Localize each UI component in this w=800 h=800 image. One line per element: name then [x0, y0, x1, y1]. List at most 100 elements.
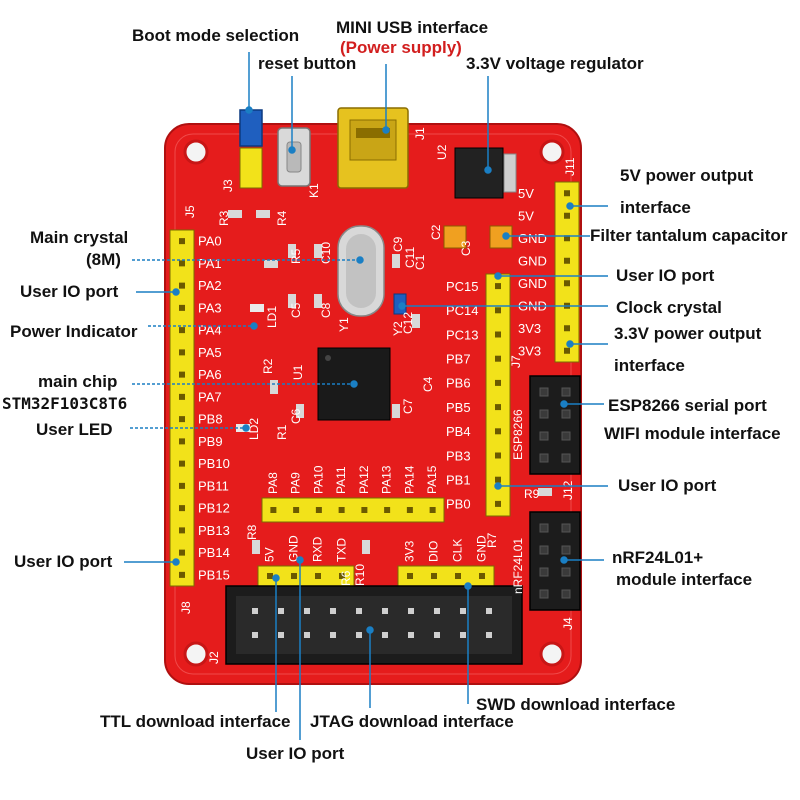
- silk-right-pin: PC15: [446, 279, 479, 294]
- silk-ref-c12: C12: [401, 312, 415, 334]
- socket-hole: [561, 453, 571, 463]
- main-crystal: [337, 225, 385, 317]
- label-regulator: 3.3V voltage regulator: [466, 54, 644, 73]
- silk-bottom-pin: PA15: [425, 465, 439, 494]
- silk-power-pin: 5V: [518, 186, 534, 201]
- silk-ref-j8: J8: [179, 601, 193, 614]
- silk-left-pin: PA3: [198, 300, 222, 315]
- silk-power-pin: 3V3: [518, 321, 541, 336]
- label-esp-1: ESP8266 serial port: [608, 396, 767, 415]
- jtag-pin: [278, 632, 284, 638]
- socket-hole: [539, 431, 549, 441]
- swd-pin-hole: [431, 573, 437, 579]
- silk-right-pin: PB7: [446, 352, 471, 367]
- right-pin-hole: [495, 500, 501, 507]
- silk-left-pin: PB14: [198, 545, 230, 560]
- silk-left-pin: PA0: [198, 234, 222, 249]
- silk-ref-r10: R10: [353, 564, 367, 586]
- ttl-pin-hole: [315, 573, 321, 579]
- silk-left-pin-labels: PA0PA1PA2PA3PA4PA5PA6PA7PB8PB9PB10PB11PB…: [198, 234, 230, 583]
- socket-hole: [561, 545, 571, 555]
- left-pin-hole: [179, 393, 185, 400]
- label-power-supply: (Power supply): [340, 38, 462, 57]
- silk-swd-pin: CLK: [451, 539, 465, 562]
- label-filter-capacitor: Filter tantalum capacitor: [590, 226, 788, 245]
- silk-left-pin: PB15: [198, 567, 230, 582]
- silk-ref-r6: R6: [339, 570, 353, 586]
- silk-left-pin: PB11: [198, 478, 229, 493]
- silk-left-pin: PB8: [198, 412, 223, 427]
- silk-ref-r2: R2: [261, 358, 275, 374]
- jtag-pin: [486, 608, 492, 614]
- silk-nrf-label: nRF24L01: [511, 538, 525, 594]
- silk-ref-r3: R3: [217, 210, 231, 226]
- silk-ref-j1: J1: [413, 127, 427, 140]
- label-nrf-2: module interface: [616, 570, 753, 589]
- jtag-pin: [330, 608, 336, 614]
- jtag-pin: [252, 632, 258, 638]
- silk-esp-label: ESP8266: [511, 409, 525, 460]
- silk-power-pin: 3V3: [518, 343, 541, 358]
- swd-pin-hole: [407, 573, 413, 579]
- jtag-pin: [434, 632, 440, 638]
- label-3v3-output-1: 3.3V power output: [614, 324, 762, 343]
- left-pin-hole: [179, 282, 185, 289]
- reset-button: [277, 127, 311, 187]
- left-pin-hole: [179, 549, 185, 556]
- label-user-io-bottom: User IO port: [246, 744, 345, 763]
- silk-ref-j4: J4: [561, 617, 575, 630]
- right-pin-hole: [495, 476, 501, 483]
- label-ttl: TTL download interface: [100, 712, 291, 731]
- voltage-regulator: [454, 147, 517, 199]
- ttl-pin-hole: [267, 573, 273, 579]
- jtag-pin: [382, 632, 388, 638]
- silk-right-pin: PB5: [446, 400, 471, 415]
- left-pin-hole: [179, 416, 185, 423]
- silk-ttl-pin: RXD: [311, 536, 325, 562]
- silk-bottom-pin: PA10: [311, 465, 325, 494]
- silk-bottom-pin: PA8: [266, 472, 280, 494]
- silk-ttl-pin: GND: [287, 535, 301, 562]
- silk-ref-r9: R9: [524, 487, 540, 501]
- silk-ref-ld2: LD2: [247, 418, 261, 440]
- silk-ref-k1: K1: [307, 183, 321, 198]
- label-power-indicator: Power Indicator: [10, 322, 138, 341]
- silk-ref-y1: Y1: [337, 317, 351, 332]
- silk-ref-r1: R1: [275, 424, 289, 440]
- bottom-pin-hole: [293, 507, 300, 513]
- silk-ref-c3: C3: [459, 240, 473, 256]
- silk-swd-pin: 3V3: [403, 540, 417, 562]
- ttl-pin-hole: [291, 573, 297, 579]
- silk-ref-y2: Y2: [391, 321, 405, 336]
- silk-ref-j3: J3: [221, 179, 235, 192]
- smd-components: [228, 210, 552, 554]
- silk-left-pin: PA1: [198, 256, 222, 271]
- label-main-crystal-2: (8M): [86, 250, 121, 269]
- label-esp-2: WIFI module interface: [604, 424, 781, 443]
- label-nrf-1: nRF24L01+: [612, 548, 704, 567]
- label-user-io-right-top: User IO port: [616, 266, 715, 285]
- label-reset-button: reset button: [258, 54, 357, 73]
- jtag-connector: [225, 585, 523, 665]
- label-swd: SWD download interface: [476, 695, 676, 714]
- label-jtag: JTAG download interface: [310, 712, 514, 731]
- right-pin-hole: [495, 452, 501, 459]
- swd-header: [397, 565, 495, 587]
- silk-ref-c6: C6: [289, 408, 303, 424]
- silk-swd-pin: DIO: [427, 541, 441, 562]
- nrf-socket: [529, 511, 581, 611]
- silk-ref-j12: J12: [561, 480, 575, 500]
- silk-ref-j5: J5: [183, 205, 197, 218]
- silk-ref-c11: C11: [403, 247, 417, 268]
- socket-hole: [539, 409, 549, 419]
- leader-lines: [124, 52, 608, 740]
- bottom-pin-hole: [338, 507, 345, 513]
- silk-power-pin: GND: [518, 231, 547, 246]
- silk-bottom-pin: PA11: [334, 466, 348, 494]
- jtag-pin: [304, 608, 310, 614]
- label-user-led: User LED: [36, 420, 113, 439]
- socket-hole: [561, 567, 571, 577]
- power-pin-hole: [564, 212, 570, 219]
- silk-ref-c7: C7: [401, 398, 415, 414]
